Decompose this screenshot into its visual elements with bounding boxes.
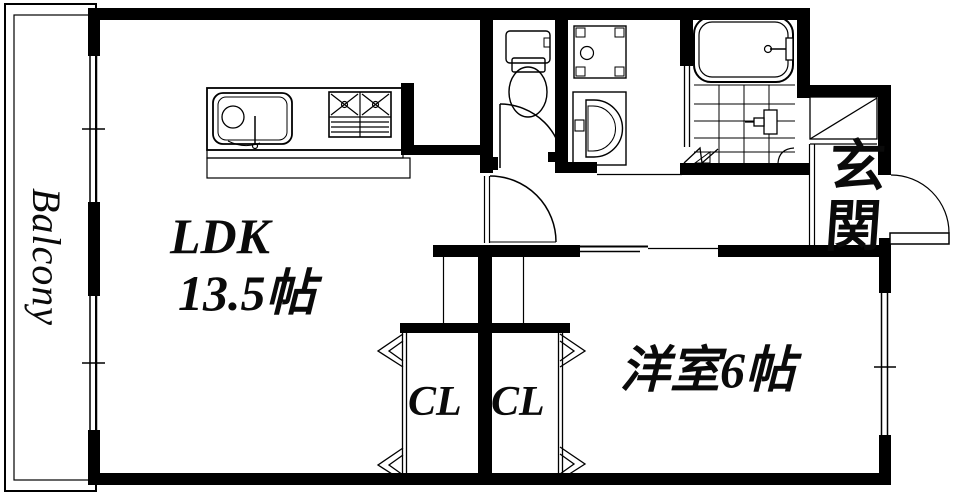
window-balcony-lower	[82, 296, 105, 430]
ldk-size: 13.5帖	[178, 265, 316, 321]
closet-left-door	[376, 333, 408, 482]
bathtub	[693, 16, 794, 83]
ldk-label: LDK 13.5帖	[170, 208, 316, 322]
entrance-step-line	[808, 144, 816, 257]
closet-left-label: CL	[408, 379, 462, 425]
washbasin	[572, 91, 627, 166]
entrance-shoe-cabinet	[809, 96, 878, 145]
kitchen-counter	[206, 87, 411, 179]
closet-right-label: CL	[491, 379, 545, 425]
balcony-label: Balcony	[24, 187, 69, 327]
bathroom-folding-door	[683, 66, 719, 165]
western-room-label: 洋室6帖	[620, 342, 795, 398]
closet-right-door	[557, 333, 587, 481]
shower-mixer	[745, 109, 778, 135]
toilet	[505, 30, 551, 118]
window-balcony-upper	[82, 56, 105, 202]
kitchen-stove	[328, 91, 392, 138]
closet-partition-lines	[442, 257, 525, 323]
bathroom-tile-floor	[693, 84, 795, 164]
entrance-door	[889, 174, 950, 245]
entrance-label: 玄関	[814, 136, 886, 256]
hallway-door	[483, 175, 557, 243]
washing-machine-pan	[573, 25, 627, 79]
kitchen-sink	[212, 92, 293, 150]
walls	[88, 8, 891, 485]
window-western-room	[874, 293, 896, 435]
ldk-name: LDK	[170, 208, 270, 264]
opening-hall-western-room	[580, 173, 718, 253]
